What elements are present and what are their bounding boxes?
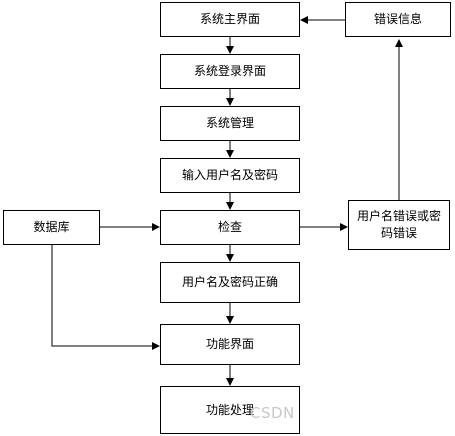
node-check-label: 检查: [217, 220, 242, 234]
arrow-db-to-func: [51, 245, 160, 350]
node-login-ui-label: 系统登录界面: [193, 64, 266, 78]
node-cred-err-label: 用户名错误或密码错误: [356, 209, 441, 240]
watermark: CSDN: [250, 404, 295, 422]
node-cred-ok: 用户名及密码正确: [160, 262, 300, 303]
node-func-ui-label: 功能界面: [205, 337, 254, 351]
node-err-info-label: 错误信息: [373, 12, 422, 26]
node-main-ui: 系统主界面: [160, 2, 300, 37]
node-database-label: 数据库: [33, 220, 70, 234]
node-database: 数据库: [3, 210, 100, 245]
node-func-ui: 功能界面: [160, 324, 300, 365]
node-sys-manage-label: 系统管理: [205, 116, 254, 130]
node-check: 检查: [160, 210, 300, 245]
node-func-proc-label: 功能处理: [205, 402, 254, 417]
node-sys-manage: 系统管理: [160, 106, 300, 141]
node-input-cred-label: 输入用户名及密码: [181, 168, 278, 182]
node-err-info: 错误信息: [345, 2, 451, 37]
node-func-proc: 功能处理: [160, 386, 300, 434]
node-input-cred: 输入用户名及密码: [160, 158, 300, 193]
node-cred-ok-label: 用户名及密码正确: [181, 275, 278, 289]
node-cred-err: 用户名错误或密码错误: [348, 200, 450, 250]
node-login-ui: 系统登录界面: [160, 54, 300, 89]
node-main-ui-label: 系统主界面: [199, 12, 260, 26]
